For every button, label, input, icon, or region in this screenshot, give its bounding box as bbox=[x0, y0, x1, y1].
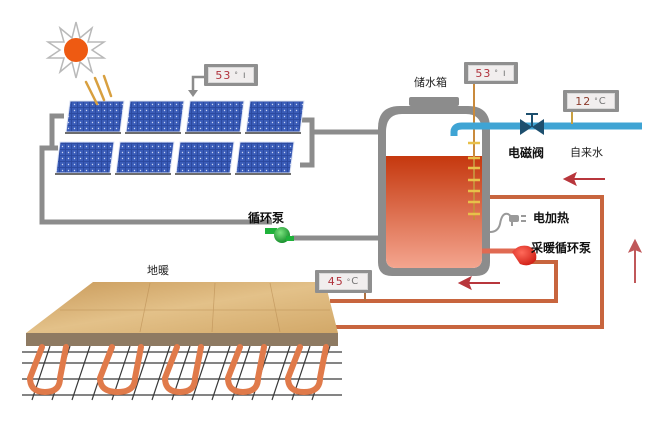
tap-water-temperature-degree: ° bbox=[594, 97, 599, 105]
hot-water-level bbox=[386, 156, 482, 268]
solar-panel bbox=[245, 100, 305, 133]
mesh-line bbox=[191, 345, 211, 401]
solenoid-valve-label: 电磁阀 bbox=[508, 146, 545, 160]
circulation-pump-label: 循环泵 bbox=[248, 211, 285, 225]
flow-arrow-left-upper bbox=[562, 171, 605, 187]
mesh-line bbox=[71, 345, 91, 401]
tap-water-temperature-gauge: 12 ° C bbox=[563, 90, 619, 112]
flow-arrow-up bbox=[627, 238, 643, 283]
floor-return-temperature-degree: ° bbox=[346, 277, 352, 286]
solar-panel-frame bbox=[115, 173, 171, 175]
solar-panel bbox=[65, 100, 125, 133]
tap-water-pipe bbox=[450, 122, 642, 136]
mesh-line bbox=[151, 345, 171, 401]
solar-panel-frame bbox=[125, 132, 181, 134]
solar-panel-frame bbox=[245, 132, 301, 134]
solar-loop-pipe bbox=[39, 113, 378, 241]
mesh-line bbox=[271, 345, 291, 401]
tank-temperature-value: 53 bbox=[475, 66, 492, 80]
heating-circulation-pump-label: 采暖循环泵 bbox=[531, 241, 592, 255]
electric-heater-plug-icon bbox=[489, 212, 526, 233]
tap-water-temperature-unit: C bbox=[598, 95, 607, 107]
heating-circulation-pump-icon[interactable] bbox=[512, 245, 537, 266]
solar-panel-frame bbox=[185, 132, 241, 134]
storage-tank-label: 储水箱 bbox=[414, 76, 447, 89]
circulation-pump-icon[interactable] bbox=[265, 227, 294, 243]
solar-panel-frame bbox=[55, 173, 111, 175]
solenoid-valve-icon[interactable] bbox=[520, 113, 544, 135]
flow-arrow-left-lower bbox=[457, 275, 500, 291]
sun-rays-icon bbox=[84, 74, 113, 106]
coil-loop bbox=[26, 344, 69, 396]
solar-panel-frame bbox=[235, 173, 291, 175]
tank-temperature-degree: ° bbox=[494, 69, 499, 77]
coil-loop bbox=[161, 344, 204, 396]
collector-temperature-value: 53 bbox=[215, 68, 232, 82]
collector-temperature-gauge: 53 ° ı bbox=[204, 64, 258, 86]
solar-panel bbox=[125, 100, 185, 133]
collector-temperature-degree: ° bbox=[234, 71, 239, 79]
tank-sensor-rod bbox=[468, 80, 480, 220]
floor-heating-coil bbox=[26, 344, 329, 396]
floor-return-temperature-unit: C bbox=[351, 276, 360, 287]
coil-loop bbox=[284, 344, 329, 396]
floor-heating-label: 地暖 bbox=[147, 264, 169, 277]
solar-panel bbox=[175, 141, 235, 174]
sun-icon bbox=[45, 21, 107, 79]
solar-panel bbox=[115, 141, 175, 174]
collector-temperature-unit: ı bbox=[242, 69, 247, 81]
solar-panel-frame bbox=[175, 173, 231, 175]
coil-loop bbox=[96, 344, 144, 396]
solar-panel bbox=[235, 141, 295, 174]
solar-panel-frame bbox=[65, 132, 121, 134]
floor-heating-pipes bbox=[330, 195, 604, 329]
collector-gauge-pointer bbox=[188, 75, 205, 97]
floor-return-temperature-gauge: 45 ° C bbox=[315, 270, 372, 293]
electric-heating-label: 电加热 bbox=[533, 211, 570, 225]
tap-water-label: 自来水 bbox=[570, 146, 603, 159]
tap-water-temperature-value: 12 bbox=[575, 94, 592, 108]
solar-panel-array bbox=[55, 100, 305, 175]
solar-panel bbox=[55, 141, 115, 174]
coil-loop bbox=[224, 344, 267, 396]
tank-temperature-gauge: 53 ° ı bbox=[464, 62, 518, 84]
tank-temperature-unit: ı bbox=[502, 67, 507, 79]
floor-heating-slab bbox=[26, 282, 338, 346]
mesh-line bbox=[211, 345, 231, 401]
solar-panel bbox=[185, 100, 245, 133]
storage-tank bbox=[378, 97, 490, 276]
floor-return-temperature-value: 45 bbox=[327, 275, 344, 288]
mesh-line bbox=[131, 345, 151, 401]
